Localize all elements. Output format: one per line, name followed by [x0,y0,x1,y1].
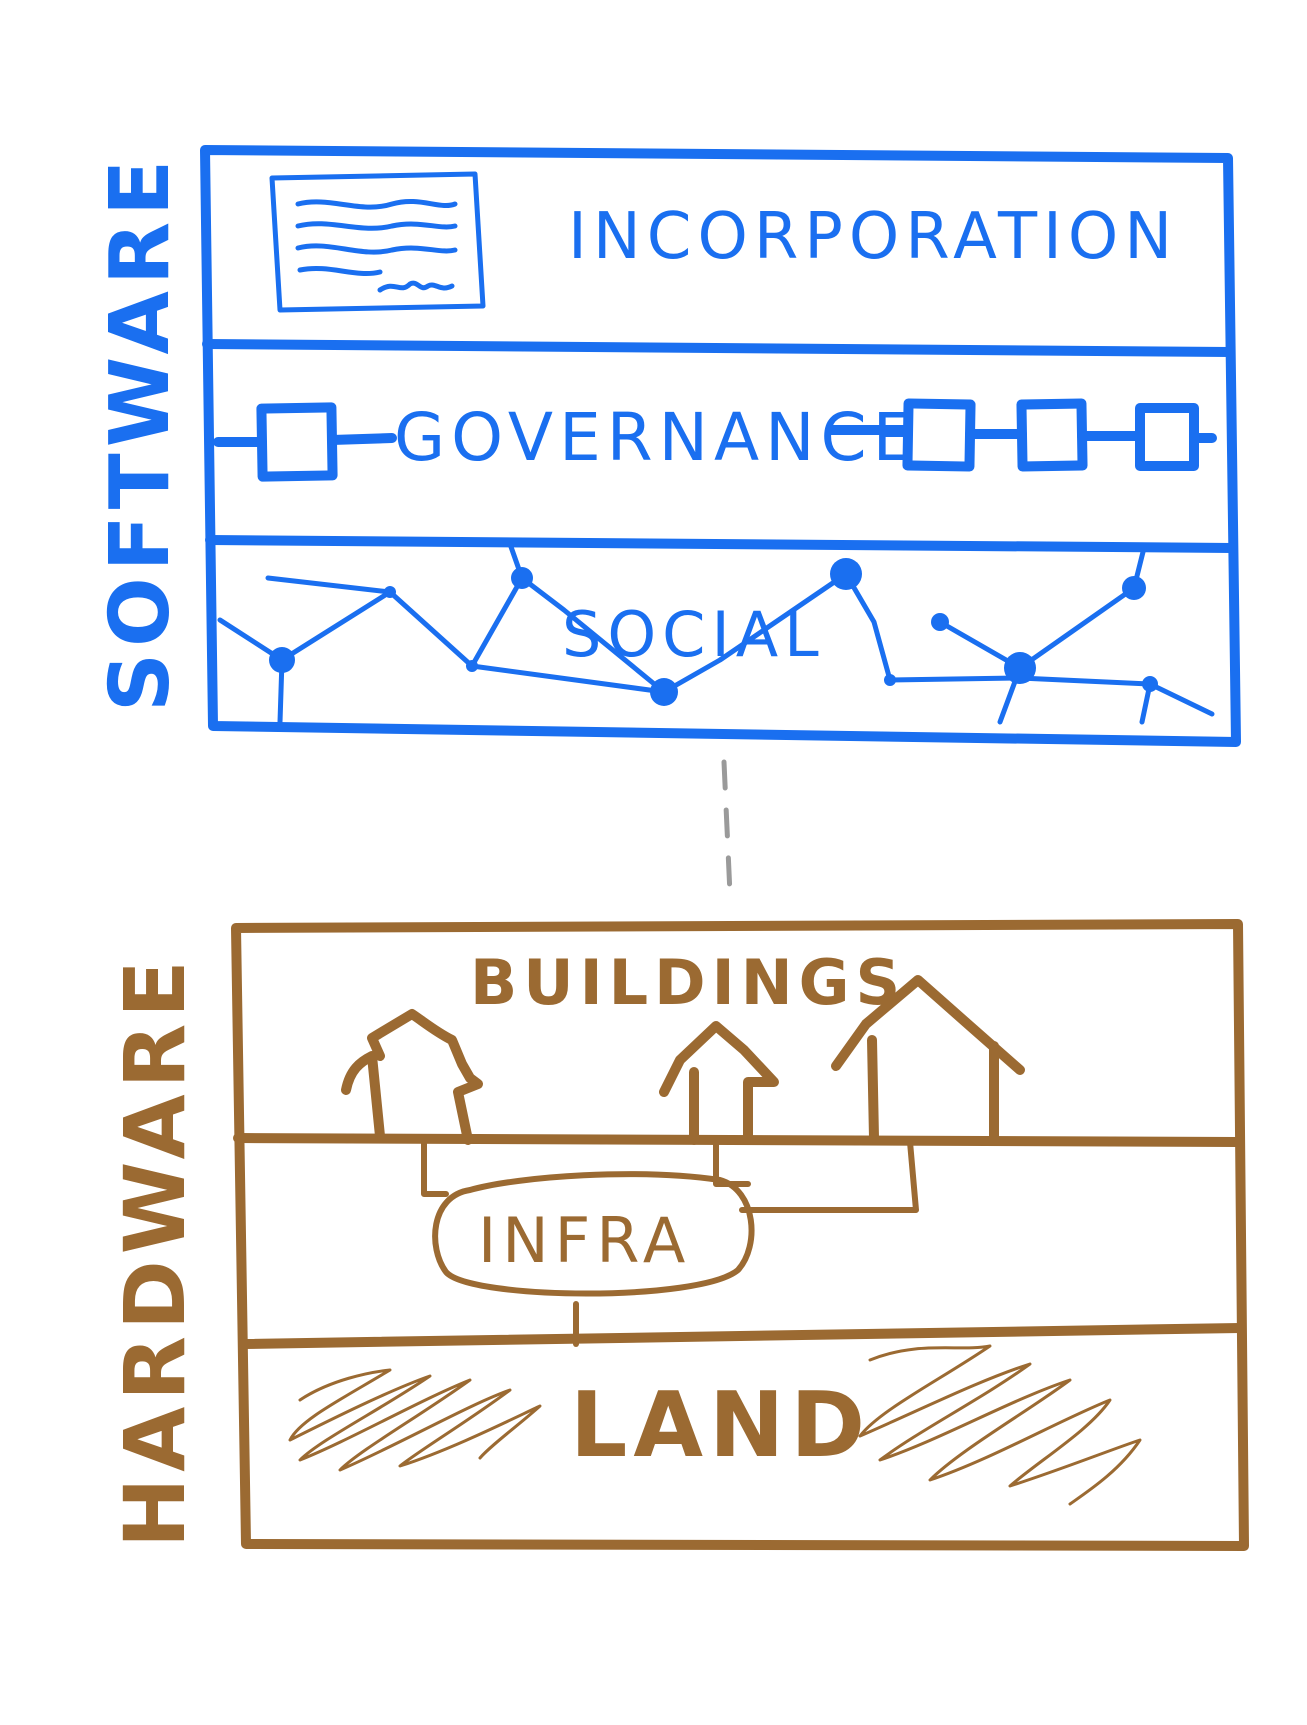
software-frame [200,145,1241,747]
software-divider-2 [205,535,1237,553]
infrastructure-pipes-icon [421,1137,919,1347]
software-stack: INCORPORATION GOVERNANCE [93,145,1241,747]
hardware-divider-1 [233,1133,1243,1147]
hardware-stack: BUILDINGS INFRA LAND HARDWARE [106,919,1249,1551]
layer-infra-label: INFRA [478,1204,691,1277]
hardware-title: HARDWARE [106,954,204,1548]
charter-document-icon [269,171,486,313]
layer-governance-label: GOVERNANCE [394,399,920,476]
land-texture-icon [288,1344,1142,1506]
layer-buildings-label: BUILDINGS [470,946,906,1019]
layer-land-label: LAND [570,1373,871,1478]
houses-icon [341,975,1025,1145]
layer-social-label: SOCIAL [562,598,825,671]
social-network-icon [217,541,1215,725]
software-hardware-connector [721,759,733,897]
hardware-frame [231,919,1249,1551]
software-title: SOFTWARE [93,154,188,712]
software-divider-1 [202,339,1235,357]
layer-incorporation-label: INCORPORATION [568,200,1178,274]
hardware-divider-2 [239,1323,1245,1349]
blockchain-chain-icon [213,398,1217,482]
